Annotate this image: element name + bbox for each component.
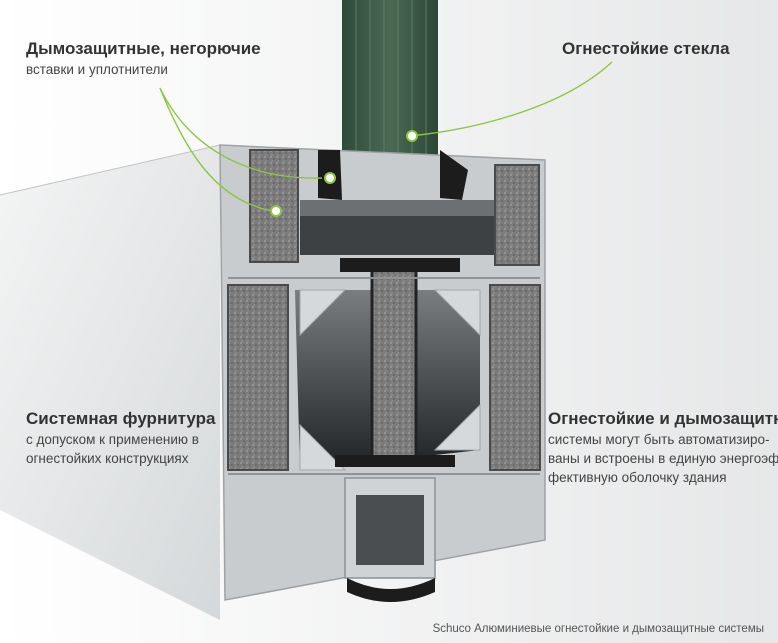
image-caption: Schuco Алюминиевые огнестойкие и дымозащ…: [432, 623, 764, 635]
glazing-bead-channel: [300, 215, 500, 255]
callout-fire-glass: Огнестойкие стекла: [562, 38, 730, 60]
callout-smoke-inserts: Дымозащитные, негорючие вставки и уплотн…: [26, 38, 261, 79]
callout-fire-smoke-systems-line-1: системы могут быть автоматизиро-: [548, 432, 770, 447]
callout-system-fittings: Системная фурнитура с допуском к примене…: [26, 408, 215, 468]
callout-system-fittings-line-1: с допуском к применению в: [26, 432, 199, 447]
callout-smoke-inserts-body: вставки и уплотнители: [26, 62, 168, 77]
callout-line-glass: [409, 61, 613, 137]
fire-insulation-left: [227, 284, 289, 471]
callout-fire-smoke-systems-line-2: ваны и встроены в единую энергоэф-: [548, 451, 778, 466]
callout-system-fittings-title: Системная фурнитура: [26, 409, 216, 428]
callout-dot-glass: [406, 130, 418, 142]
callout-fire-glass-title: Огнестойкие стекла: [562, 39, 730, 58]
callout-fire-smoke-systems-line-3: фективную оболочку здания: [548, 470, 727, 485]
callout-lines: [159, 61, 613, 212]
seal-right: [440, 150, 468, 200]
callout-line-insert: [159, 87, 273, 212]
fire-insulation-center: [370, 268, 418, 462]
smoke-insert-top-right: [494, 164, 540, 266]
callout-fire-smoke-systems-title: Огнестойкие и дымозащитные: [548, 409, 778, 428]
callout-markers: [270, 130, 418, 217]
callout-dot-seal: [324, 172, 336, 184]
callout-dot-insert: [270, 205, 282, 217]
callout-fire-smoke-systems: Огнестойкие и дымозащитные системы могут…: [548, 408, 778, 487]
callout-smoke-inserts-title: Дымозащитные, негорючие: [26, 39, 261, 58]
callout-line-seal: [159, 87, 323, 179]
bottom-fitting: [344, 477, 436, 602]
center-gasket: [340, 258, 460, 272]
fire-insulation-right: [489, 284, 541, 471]
callout-system-fittings-line-2: огнестойких конструкциях: [26, 451, 189, 466]
frame-side-face: [0, 145, 220, 620]
